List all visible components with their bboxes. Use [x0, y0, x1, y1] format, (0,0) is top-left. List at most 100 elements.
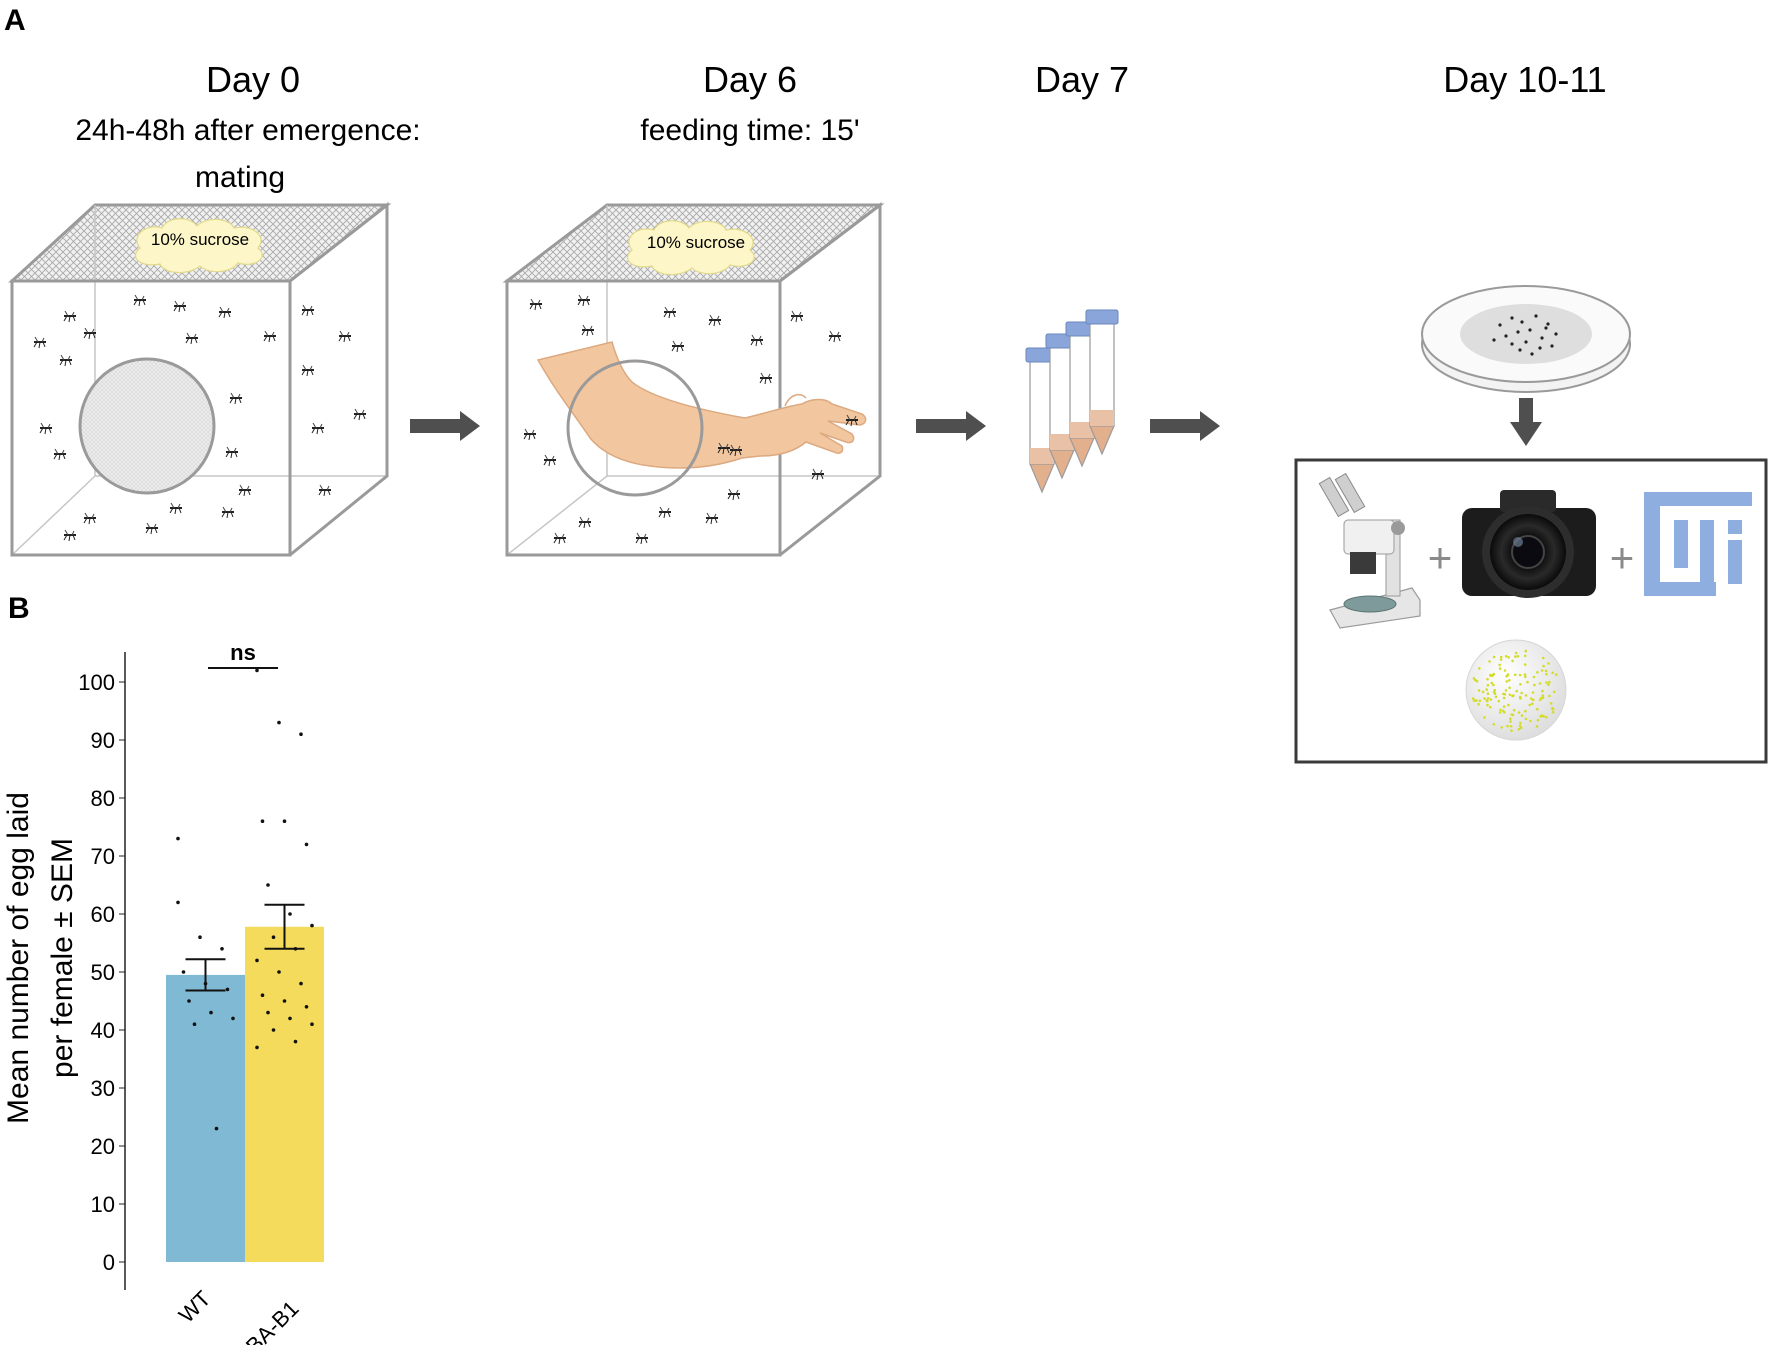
- data-point: [288, 912, 292, 916]
- egg-dot: [1504, 689, 1508, 692]
- egg-dot: [1518, 673, 1522, 677]
- data-point: [187, 999, 191, 1003]
- egg-dot: [1483, 716, 1486, 719]
- day7-title: Day 7: [1035, 59, 1129, 100]
- egg-dot: [1511, 694, 1514, 698]
- egg-dot: [1545, 681, 1548, 684]
- egg-dot: [1492, 690, 1496, 694]
- egg-dot: [1478, 667, 1481, 670]
- egg-dot: [1486, 677, 1489, 681]
- egg-dot: [1542, 656, 1545, 660]
- falcon-tube-icon: [1025, 309, 1119, 494]
- data-point: [255, 958, 259, 963]
- egg-dot: [1503, 692, 1507, 696]
- egg-dot: [1489, 698, 1493, 701]
- data-point: [260, 993, 265, 997]
- x-tick-label: GABA-B1: [218, 1296, 303, 1345]
- egg-dot: [1519, 721, 1522, 725]
- egg-dot: [1520, 714, 1524, 717]
- egg-dot: [1520, 691, 1523, 695]
- data-point: [255, 668, 259, 673]
- data-point: [214, 1126, 219, 1131]
- data-point: [310, 923, 314, 928]
- egg-dot: [1507, 703, 1510, 707]
- panel-b-label: B: [8, 592, 30, 625]
- egg-dot: [1524, 675, 1527, 678]
- egg-dot: [1532, 698, 1535, 702]
- y-tick-label: 50: [91, 960, 115, 985]
- egg-dot: [1518, 695, 1522, 699]
- egg-dot: [1524, 649, 1528, 653]
- y-tick-label: 10: [91, 1192, 115, 1217]
- egg-dot: [1515, 689, 1518, 693]
- arm-icon: [536, 341, 867, 469]
- egg-dot: [1498, 663, 1501, 667]
- egg-dot: [1512, 709, 1516, 712]
- egg-dot: [1519, 683, 1522, 686]
- egg-dot: [1494, 695, 1498, 699]
- data-point: [225, 987, 230, 992]
- egg-dot: [1500, 726, 1503, 729]
- y-tick-label: 30: [91, 1076, 115, 1101]
- egg-dot: [1533, 683, 1536, 687]
- data-point: [220, 947, 224, 951]
- egg-dot: [1540, 696, 1543, 700]
- fiji-logo-icon: [1644, 492, 1752, 596]
- egg-dot: [1536, 671, 1539, 674]
- egg-dot: [1510, 729, 1513, 732]
- y-tick-label: 20: [91, 1134, 115, 1159]
- egg-dot: [1551, 707, 1554, 710]
- egg-dot: [1486, 683, 1490, 687]
- egg-dot: [1526, 680, 1529, 684]
- data-point: [231, 1016, 235, 1021]
- data-point: [176, 836, 180, 841]
- egg-dot: [1509, 720, 1512, 723]
- egg-dot: [1547, 683, 1550, 686]
- egg-dot: [1499, 655, 1503, 659]
- egg-count-image-icon: [1465, 639, 1567, 741]
- egg-dot: [1516, 655, 1520, 658]
- egg-dot: [1501, 709, 1505, 713]
- egg-dot: [1518, 724, 1522, 727]
- day6-title: Day 6: [703, 59, 797, 100]
- egg-dot: [1551, 671, 1554, 675]
- egg-dot: [1545, 672, 1548, 676]
- egg-dot: [1531, 691, 1535, 694]
- egg-dot: [1499, 658, 1503, 661]
- egg-dot: [1548, 680, 1551, 684]
- egg-dot: [1481, 690, 1485, 694]
- egg-dot: [1509, 717, 1512, 720]
- y-tick-label: 90: [91, 728, 115, 753]
- sucrose-label-day6: 10% sucrose: [647, 233, 745, 252]
- data-point: [271, 935, 276, 939]
- day0-timing: 24h-48h after emergence:: [75, 114, 420, 147]
- egg-dot: [1547, 662, 1550, 665]
- egg-dot: [1489, 673, 1492, 677]
- data-point: [271, 1028, 276, 1032]
- egg-dot: [1504, 655, 1508, 658]
- egg-dot: [1514, 673, 1517, 677]
- data-point: [266, 1010, 270, 1015]
- egg-dot: [1539, 714, 1543, 718]
- data-point: [299, 732, 303, 736]
- day10-11-title: Day 10-11: [1443, 59, 1606, 100]
- egg-dot: [1551, 710, 1555, 714]
- egg-dot: [1486, 692, 1490, 695]
- data-point: [260, 819, 265, 823]
- data-point: [266, 883, 270, 887]
- data-point: [192, 1022, 197, 1026]
- egg-dot: [1477, 703, 1480, 706]
- egg-dot: [1507, 656, 1510, 659]
- egg-dot: [1519, 726, 1523, 730]
- egg-dot: [1523, 663, 1527, 666]
- egg-dot: [1478, 699, 1482, 703]
- egg-dot: [1524, 717, 1528, 721]
- egg-dot: [1524, 694, 1528, 697]
- egg-dot: [1535, 725, 1539, 728]
- egg-dot: [1508, 679, 1511, 682]
- sucrose-label-day0: 10% sucrose: [151, 230, 249, 249]
- panel-a-label: A: [4, 4, 26, 37]
- egg-dot: [1483, 697, 1486, 700]
- egg-dot: [1485, 688, 1488, 691]
- sucrose-cloud-icon: [134, 218, 263, 274]
